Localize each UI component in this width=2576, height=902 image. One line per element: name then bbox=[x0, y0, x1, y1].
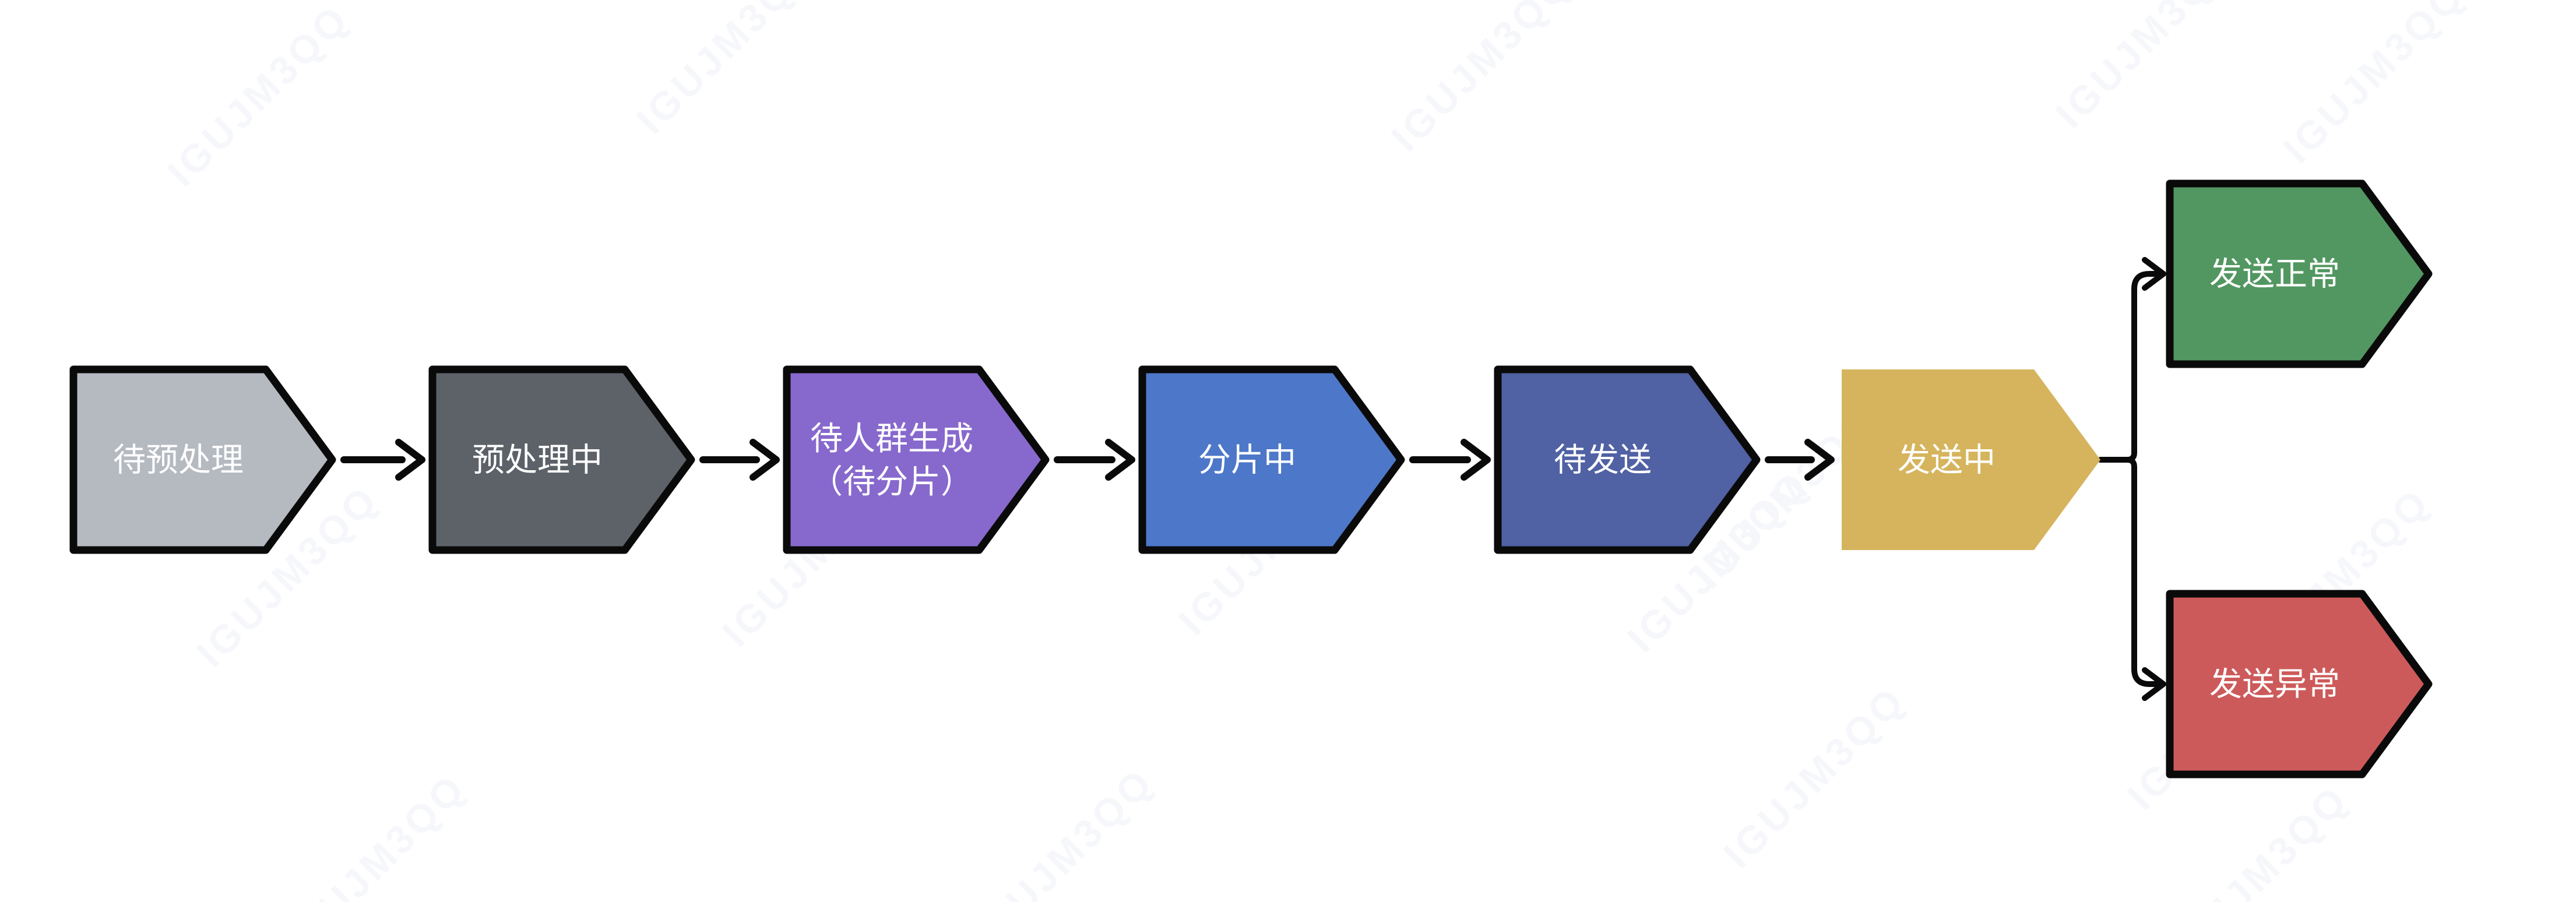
node-label-pending-preprocess: 待预处理 bbox=[113, 442, 244, 478]
arrowhead-icon bbox=[2142, 257, 2166, 291]
watermark-text: IGUJM3QQ bbox=[628, 0, 828, 142]
node-shape-preprocessing bbox=[428, 365, 695, 554]
node-label-send-normal: 发送正常 bbox=[2209, 256, 2340, 293]
arrowhead-icon bbox=[749, 439, 780, 481]
arrowhead-icon bbox=[1461, 439, 1491, 481]
flow-node-send-abnormal: 发送异常 bbox=[2166, 590, 2433, 778]
flow-node-sending: 发送中 bbox=[1842, 369, 2100, 550]
arrowhead-icon bbox=[395, 439, 425, 481]
branch-connector-up bbox=[2098, 257, 2166, 463]
node-shape-send-normal bbox=[2166, 179, 2433, 368]
arrow-pending-audience-generation-to-sharding bbox=[1054, 439, 1135, 481]
node-shape-pending-preprocess bbox=[69, 365, 336, 554]
node-shape-pending-audience-generation bbox=[783, 365, 1050, 554]
flow-node-pending-send: 待发送 bbox=[1494, 365, 1761, 554]
watermark-text: IGUJM3QQ bbox=[1715, 678, 1915, 877]
watermark-text: IGUJM3QQ bbox=[2047, 0, 2247, 136]
node-label-send-abnormal: 发送异常 bbox=[2209, 666, 2340, 703]
node-shape-send-abnormal bbox=[2166, 590, 2433, 778]
connector-layer bbox=[340, 257, 2166, 701]
flow-node-sharding: 分片中 bbox=[1138, 365, 1405, 554]
watermark-text: IGUJM3QQ bbox=[963, 759, 1163, 902]
node-shape-pending-send bbox=[1494, 365, 1761, 554]
branch-line bbox=[2098, 271, 2163, 463]
node-label-sending: 发送中 bbox=[1898, 442, 1996, 478]
node-shape-sending bbox=[1842, 369, 2100, 550]
branch-connector-down bbox=[2098, 457, 2166, 701]
node-label-sharding: 分片中 bbox=[1198, 442, 1296, 478]
watermark-text: IGUJM3QQ bbox=[159, 0, 358, 195]
node-label-pending-audience-generation: 待人群生成（待分片） bbox=[810, 420, 973, 500]
arrowhead-icon bbox=[1804, 439, 1835, 481]
arrow-preprocessing-to-pending-audience-generation bbox=[699, 439, 780, 481]
arrowhead-icon bbox=[1105, 439, 1135, 481]
flow-node-pending-preprocess: 待预处理 bbox=[69, 365, 336, 554]
node-label-pending-send: 待发送 bbox=[1554, 442, 1652, 478]
watermark-text: IGUJM3QQ bbox=[2275, 0, 2474, 171]
node-shape-sharding bbox=[1138, 365, 1405, 554]
branch-line bbox=[2098, 457, 2163, 687]
watermark-text: IGUJM3QQ bbox=[2158, 777, 2357, 902]
arrow-pending-preprocess-to-preprocessing bbox=[340, 439, 425, 481]
watermark-text: IGUJM3QQ bbox=[1383, 0, 1582, 160]
arrow-sharding-to-pending-send bbox=[1409, 439, 1491, 481]
node-label-preprocessing: 预处理中 bbox=[472, 442, 603, 478]
arrowhead-icon bbox=[2142, 667, 2166, 701]
flow-node-preprocessing: 预处理中 bbox=[428, 365, 695, 554]
flow-node-send-normal: 发送正常 bbox=[2166, 179, 2433, 368]
arrow-pending-send-to-sending bbox=[1765, 439, 1835, 481]
flow-node-pending-audience-generation: 待人群生成（待分片） bbox=[783, 365, 1050, 554]
watermark-text: IGUJM3QQ bbox=[276, 765, 475, 902]
